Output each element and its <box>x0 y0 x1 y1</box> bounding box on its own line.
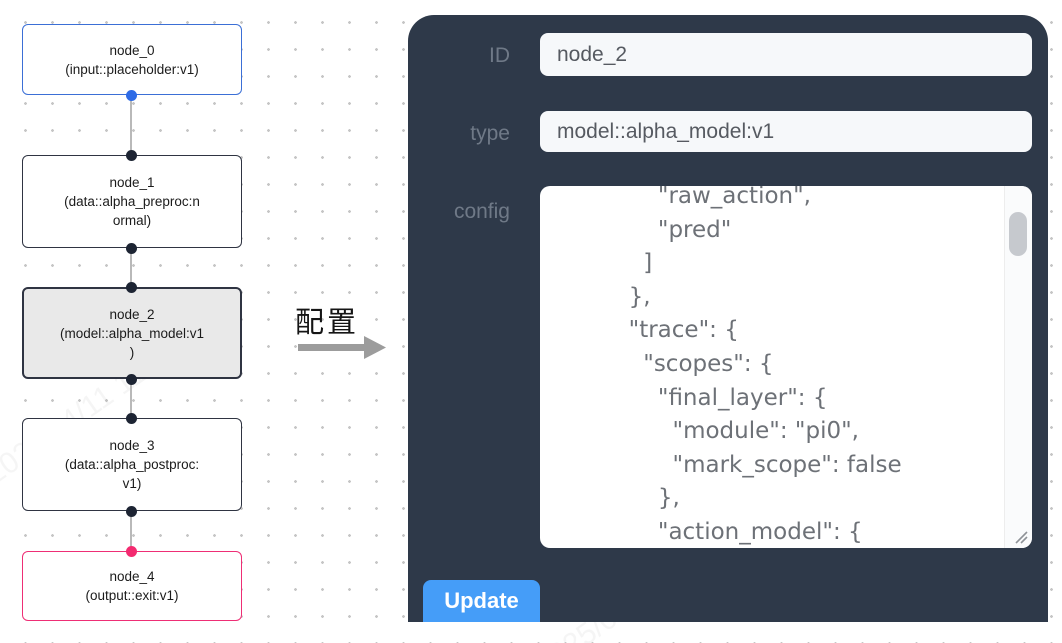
scrollbar-thumb[interactable] <box>1009 212 1027 256</box>
edge-node3-node4 <box>130 511 132 551</box>
node-title: node_3 <box>109 438 155 453</box>
node-config-panel: ID type config "raw_action", "pred" ] },… <box>408 15 1048 622</box>
connection-handle-node3-in[interactable] <box>126 412 137 424</box>
flow-node-node_1[interactable]: node_1 (data::alpha_preproc:n ormal) <box>22 155 242 248</box>
node-subtitle: (data::alpha_preproc:n ormal) <box>64 194 200 228</box>
configure-label: 配置 <box>295 307 360 339</box>
flow-node-node_4[interactable]: node_4 (output::exit:v1) <box>22 551 242 621</box>
edge-node2-node3 <box>130 379 132 418</box>
scrollbar[interactable] <box>1004 186 1032 548</box>
node-title: node_1 <box>109 175 155 190</box>
flow-node-node_3[interactable]: node_3 (data::alpha_postproc: v1) <box>22 418 242 511</box>
connection-handle-node4-in[interactable] <box>126 545 137 557</box>
connection-handle-node2-in[interactable] <box>126 281 137 293</box>
node-subtitle: (input::placeholder:v1) <box>65 61 199 77</box>
node-subtitle: (model::alpha_model:v1 ) <box>59 325 205 360</box>
flow-node-node_2-selected[interactable]: node_2 (model::alpha_model:v1 ) <box>22 287 242 379</box>
node-subtitle: (data::alpha_postproc: v1) <box>64 457 200 491</box>
type-input[interactable] <box>540 111 1032 152</box>
connection-handle-node3-out[interactable] <box>126 505 137 517</box>
arrow-right-icon <box>298 336 386 359</box>
config-label: config <box>453 200 510 223</box>
config-textarea[interactable]: "raw_action", "pred" ] }, "trace": { "sc… <box>540 186 1032 548</box>
id-input[interactable] <box>540 33 1032 76</box>
node-title: node_0 <box>109 42 155 58</box>
connection-handle-node1-in[interactable] <box>126 149 137 161</box>
connection-handle-node0-out[interactable] <box>126 89 137 101</box>
node-subtitle: (output::exit:v1) <box>85 588 179 603</box>
config-json-text: "raw_action", "pred" ] }, "trace": { "sc… <box>628 186 902 545</box>
node-title: node_4 <box>109 569 155 584</box>
connection-handle-node1-out[interactable] <box>126 242 137 254</box>
update-button[interactable]: Update <box>423 580 540 622</box>
edge-node1-node2 <box>130 248 132 287</box>
resize-handle-icon[interactable] <box>1012 528 1029 545</box>
node-title: node_2 <box>109 306 155 322</box>
flow-node-node_0[interactable]: node_0 (input::placeholder:v1) <box>22 24 242 95</box>
edge-node0-node1 <box>130 95 132 155</box>
id-label: ID <box>489 44 510 67</box>
type-label: type <box>470 122 510 145</box>
connection-handle-node2-out[interactable] <box>126 373 137 385</box>
